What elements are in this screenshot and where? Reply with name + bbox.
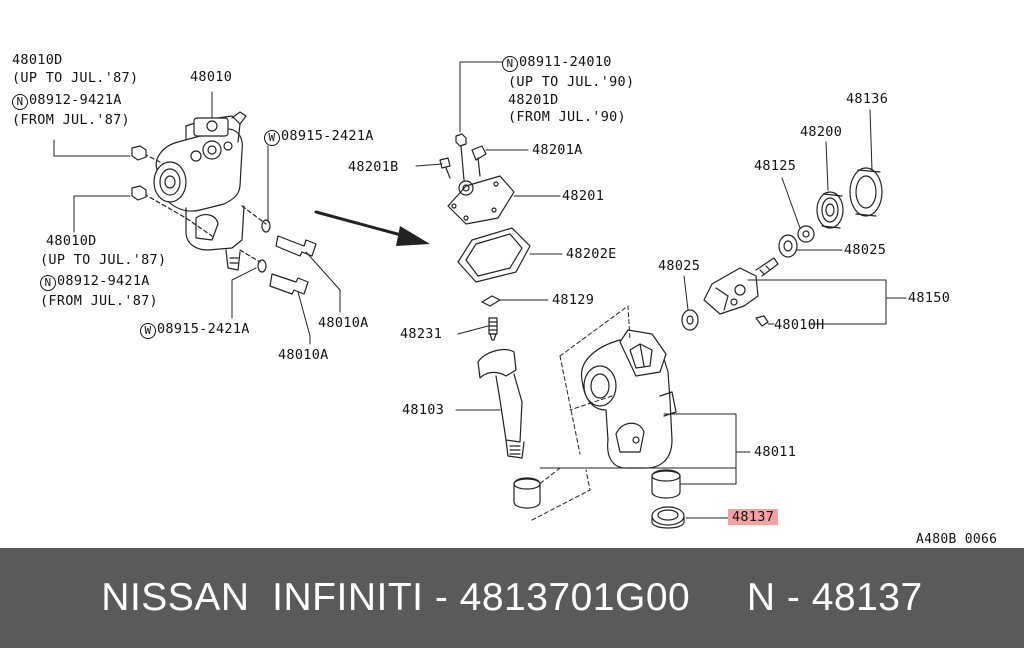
- label-48010d-mid: 48010D: [46, 233, 97, 249]
- n-circle-mark: N: [502, 56, 518, 72]
- label-48125: 48125: [754, 158, 797, 174]
- w-circle-mark: W: [140, 323, 156, 339]
- gasket-48202e-drawing: [457, 227, 531, 283]
- direction-arrow-icon: [314, 210, 430, 246]
- label-48150: 48150: [908, 290, 951, 306]
- footer-separator: -: [423, 576, 460, 619]
- oil-seal-48137-drawing: [651, 506, 685, 529]
- w-circle-mark: W: [264, 130, 280, 146]
- label-48010a-2: 48010A: [278, 347, 329, 363]
- label-48136: 48136: [846, 91, 889, 107]
- bearing-icon: [681, 225, 815, 331]
- label-48201a: 48201A: [532, 142, 583, 158]
- part-code: 08911-24010: [519, 54, 612, 70]
- adjusting-plug-48200-drawing: [816, 191, 844, 229]
- label-48201b: 48201B: [348, 159, 399, 175]
- label-n-08911-note: (UP TO JUL.'90): [508, 74, 635, 90]
- label-48202e: 48202E: [566, 246, 617, 262]
- label-48201: 48201: [562, 188, 605, 204]
- steering-gear-assembly-drawing: [143, 111, 267, 271]
- label-n-08912-mid-note: (FROM JUL.'87): [40, 293, 158, 309]
- n-circle-mark: N: [12, 94, 28, 110]
- footer-part-number: 4813701G00: [459, 576, 691, 619]
- cover-48201-drawing: [439, 133, 515, 225]
- leader-lines-center: [415, 61, 563, 411]
- nut-icon: [131, 145, 147, 201]
- highlighted-part-number: 48137: [728, 509, 779, 525]
- label-48201d-note: (FROM JUL.'90): [508, 109, 626, 125]
- label-48137: 48137: [728, 509, 779, 525]
- label-48010h: 48010H: [774, 317, 825, 333]
- diagram-reference-code: A480B 0066: [916, 532, 998, 547]
- label-48011: 48011: [754, 444, 797, 460]
- screw-48231-drawing: [488, 317, 498, 341]
- footer-bar: NISSAN INFINITI - 4813701G00 N - 48137: [0, 548, 1024, 648]
- dashed-outline: [531, 305, 631, 521]
- label-48200: 48200: [800, 124, 843, 140]
- footer-brand: NISSAN INFINITI: [101, 576, 424, 619]
- leader-lines-right: [539, 109, 907, 519]
- footer-ref: N - 48137: [746, 576, 923, 619]
- footer-gap: [690, 576, 747, 620]
- bolt-icon: [269, 235, 317, 295]
- footer-caption: NISSAN INFINITI - 4813701G00 N - 48137: [0, 548, 1024, 648]
- label-48025-left: 48025: [658, 258, 701, 274]
- label-n-08912-top-note: (FROM JUL.'87): [12, 112, 130, 128]
- worm-shaft-48150-drawing: [703, 257, 779, 327]
- diagram-drawing: [53, 61, 907, 529]
- part-code: 08915-2421A: [281, 128, 374, 144]
- leader-lines-left: [53, 91, 341, 345]
- part-code: 08912-9421A: [29, 92, 122, 108]
- label-48103: 48103: [402, 402, 445, 418]
- label-48129: 48129: [552, 292, 595, 308]
- lock-nut-48136-drawing: [849, 167, 883, 217]
- bushing-icon: [513, 469, 681, 509]
- gear-housing-48011-drawing: [580, 329, 677, 469]
- label-48201d: 48201D: [508, 92, 559, 108]
- part-code: 08915-2421A: [157, 321, 250, 337]
- label-48231: 48231: [400, 326, 443, 342]
- label-48010: 48010: [190, 69, 233, 85]
- shim-48129-drawing: [481, 295, 501, 307]
- washer-icon: [257, 219, 271, 273]
- label-48025-right: 48025: [844, 242, 887, 258]
- label-48010d-top: 48010D: [12, 52, 63, 68]
- label-48010a-1: 48010A: [318, 315, 369, 331]
- label-48010d-top-note: (UP TO JUL.'87): [12, 70, 139, 86]
- sector-shaft-48103-drawing: [477, 349, 525, 459]
- label-48010d-mid-note: (UP TO JUL.'87): [40, 252, 167, 268]
- part-code: 08912-9421A: [57, 273, 150, 289]
- n-circle-mark: N: [40, 275, 56, 291]
